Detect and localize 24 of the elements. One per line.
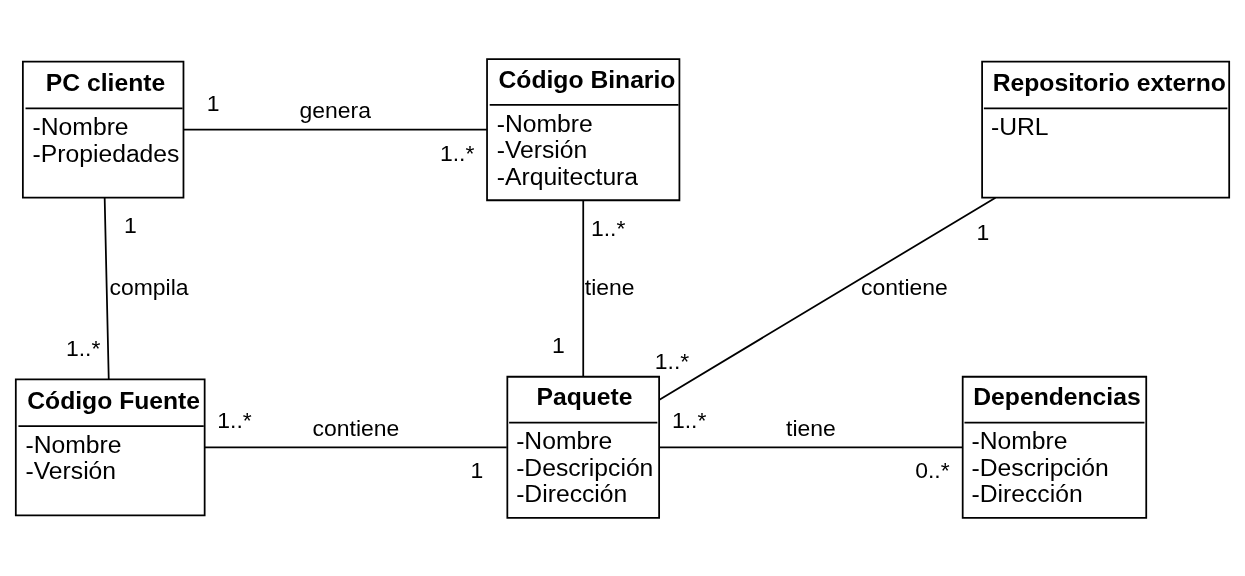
connector	[658, 445, 964, 448]
label: 1..*	[65, 334, 101, 361]
connector	[103, 196, 110, 380]
label: 0..*	[915, 456, 950, 483]
label: 1	[206, 89, 220, 116]
label: 1	[470, 456, 484, 483]
edge-label: contiene	[861, 273, 948, 299]
edge-label: contiene	[312, 414, 400, 441]
edge-label: compila	[109, 273, 189, 299]
label: 1..*	[654, 347, 690, 374]
connector	[182, 128, 488, 131]
label: 1..*	[672, 406, 707, 433]
label: 1	[123, 211, 137, 238]
connector	[203, 445, 508, 448]
edge-label: genera	[299, 96, 371, 123]
edge-label: tiene	[786, 414, 836, 441]
connector	[582, 199, 585, 377]
edge-label: tiene	[584, 273, 635, 299]
connector	[658, 196, 997, 401]
label: 1..*	[439, 139, 475, 166]
label: 1..*	[217, 406, 252, 433]
label: 1	[976, 218, 990, 245]
label: 1..*	[590, 214, 626, 241]
label: 1	[551, 331, 565, 358]
